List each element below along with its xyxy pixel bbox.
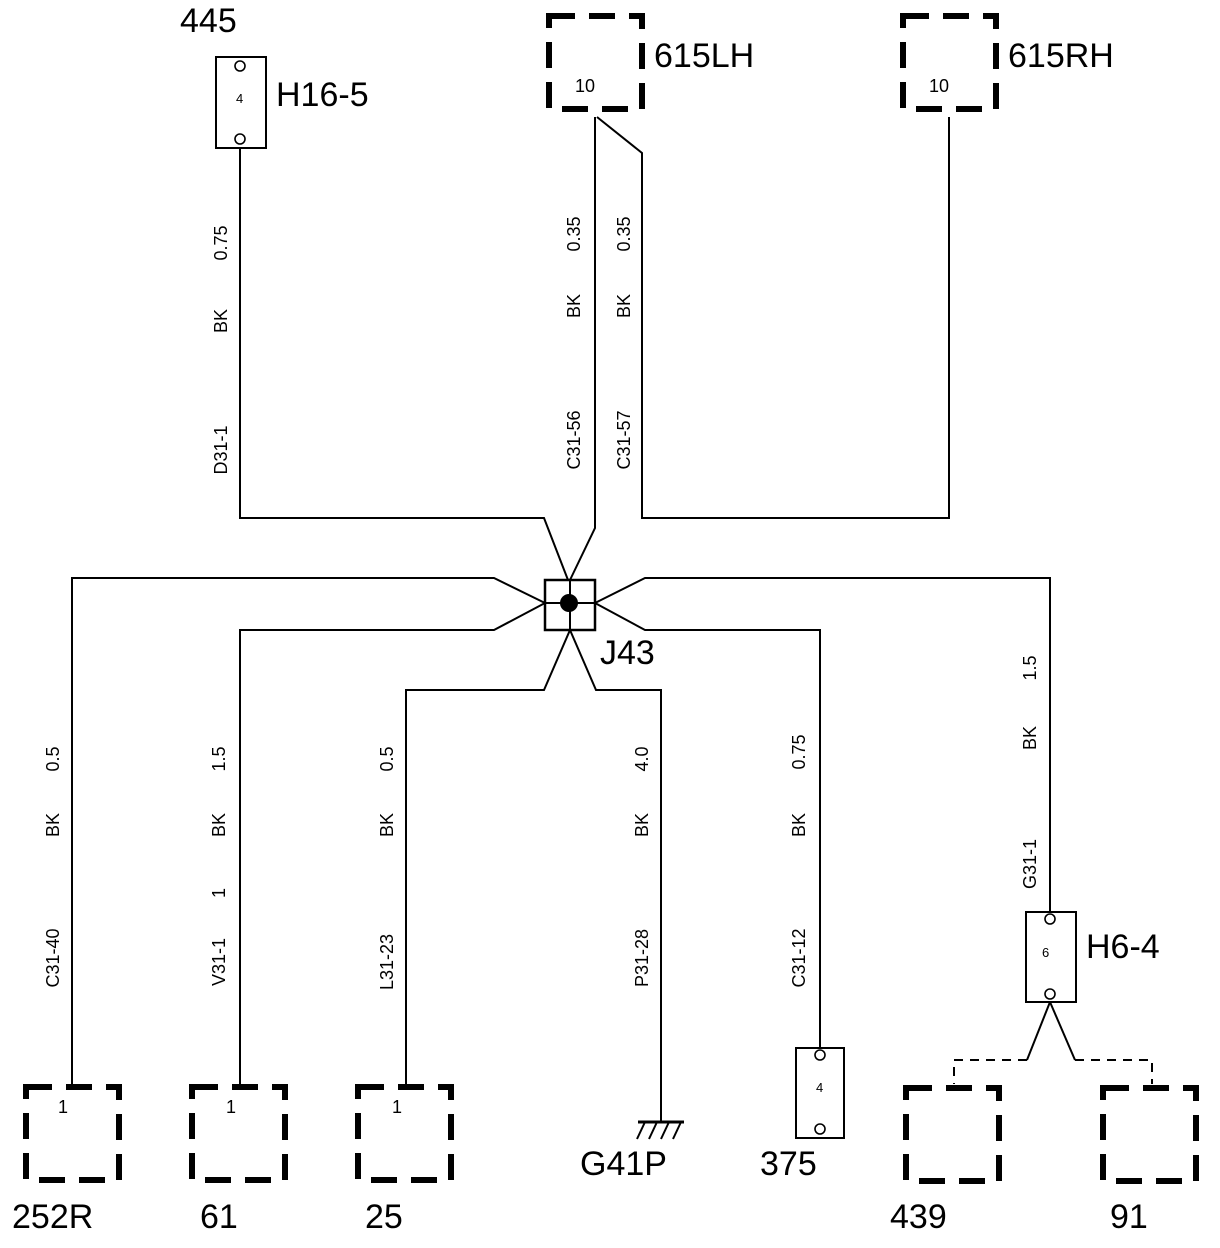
component-61-box (189, 1084, 288, 1183)
connector-375-pin-top (814, 1049, 826, 1061)
component-615rh-label: 615RH (1008, 37, 1114, 75)
wire-g31-1 (594, 577, 1051, 912)
wire-l31-23 (405, 629, 571, 1086)
connector-h16-5-label: H16-5 (276, 76, 369, 114)
wire-l31-23-size: 0.5 (377, 746, 397, 771)
component-615lh-box (546, 13, 645, 112)
wire-g31-1-color: BK (1020, 726, 1040, 750)
wire-l31-23-color: BK (377, 813, 397, 837)
component-25-box (355, 1084, 454, 1183)
wire-c31-57-size: 0.35 (614, 216, 634, 251)
wire-c31-56-size: 0.35 (564, 216, 584, 251)
wire-c31-56-id: C31-56 (564, 410, 584, 469)
component-439-label: 439 (890, 1198, 947, 1236)
wire-v31-1-extra: 1 (209, 888, 229, 898)
ground-g41p-symbol (636, 1120, 684, 1140)
component-252r-pin-label: 1 (58, 1097, 68, 1117)
wire-p31-28-color: BK (632, 813, 652, 837)
component-615rh-box (900, 13, 999, 112)
wire-c31-40-id: C31-40 (43, 928, 63, 987)
component-439-box (903, 1085, 1002, 1184)
connector-h6-4-pin-top (1044, 913, 1056, 925)
component-252r-label: 252R (12, 1198, 93, 1236)
wire-v31-1-color: BK (209, 813, 229, 837)
wire-c31-12-color: BK (789, 813, 809, 837)
connector-h6-4-pin-bottom (1044, 988, 1056, 1000)
component-61-label: 61 (200, 1198, 238, 1236)
wire-c31-57-id: C31-57 (614, 410, 634, 469)
component-25-label: 25 (365, 1198, 403, 1236)
wire-c31-56 (569, 117, 596, 581)
component-25-pin-label: 1 (392, 1097, 402, 1117)
wire-d31-1 (239, 148, 569, 581)
wire-l31-23-id: L31-23 (377, 934, 397, 990)
connector-h6-4 (1025, 911, 1077, 1003)
wire-c31-12-id: C31-12 (789, 928, 809, 987)
component-615lh-pin-label: 10 (575, 76, 595, 96)
component-615rh-pin-label: 10 (929, 76, 949, 96)
wire-g31-1-size: 1.5 (1020, 655, 1040, 680)
wire-d31-1-id: D31-1 (211, 425, 231, 474)
connector-h16-5-pin-label: 4 (236, 91, 243, 106)
wire-c31-56-color: BK (564, 294, 584, 318)
connector-h16-5-pin-bottom (234, 133, 246, 145)
connector-h16-5 (215, 56, 267, 149)
component-61-pin-label: 1 (226, 1097, 236, 1117)
connector-h6-4-pin-label: 6 (1042, 945, 1049, 960)
wire-c31-57 (596, 116, 950, 519)
wire-h6-4-to-91 (1049, 1001, 1076, 1061)
wire-c31-40 (71, 577, 546, 1086)
wire-d31-1-color: BK (211, 309, 231, 333)
connector-375-pin-label: 4 (816, 1080, 823, 1095)
wire-v31-1-id: V31-1 (209, 938, 229, 986)
connector-375 (795, 1047, 845, 1139)
wire-c31-57-color: BK (614, 294, 634, 318)
wire-v31-1 (239, 602, 546, 1086)
component-252r-box (23, 1084, 122, 1183)
wire-p31-28-id: P31-28 (632, 929, 652, 987)
component-91-label: 91 (1110, 1198, 1148, 1236)
wire-v31-1-size: 1.5 (209, 746, 229, 771)
dashed-wire-439 (953, 1059, 1027, 1084)
wire-c31-12 (594, 602, 821, 1048)
splice-j43-dot (560, 594, 578, 612)
component-445-label: 445 (180, 2, 237, 40)
connector-h6-4-label: H6-4 (1086, 928, 1160, 966)
splice-j43-label: J43 (600, 634, 655, 672)
connector-375-pin-bottom (814, 1123, 826, 1135)
wire-g31-1-id: G31-1 (1020, 839, 1040, 889)
connector-375-label: 375 (760, 1145, 817, 1183)
wire-c31-40-color: BK (43, 813, 63, 837)
wire-d31-1-size: 0.75 (211, 225, 231, 260)
component-615lh-label: 615LH (654, 37, 754, 75)
wire-p31-28-size: 4.0 (632, 746, 652, 771)
component-91-box (1100, 1085, 1199, 1184)
wire-h6-4-to-439 (1026, 1001, 1051, 1061)
wire-c31-40-size: 0.5 (43, 746, 63, 771)
wire-p31-28 (569, 629, 662, 1122)
connector-h16-5-pin-top (234, 60, 246, 72)
dashed-wire-91 (1075, 1059, 1153, 1084)
wire-c31-12-size: 0.75 (789, 734, 809, 769)
ground-g41p-label: G41P (580, 1145, 667, 1183)
